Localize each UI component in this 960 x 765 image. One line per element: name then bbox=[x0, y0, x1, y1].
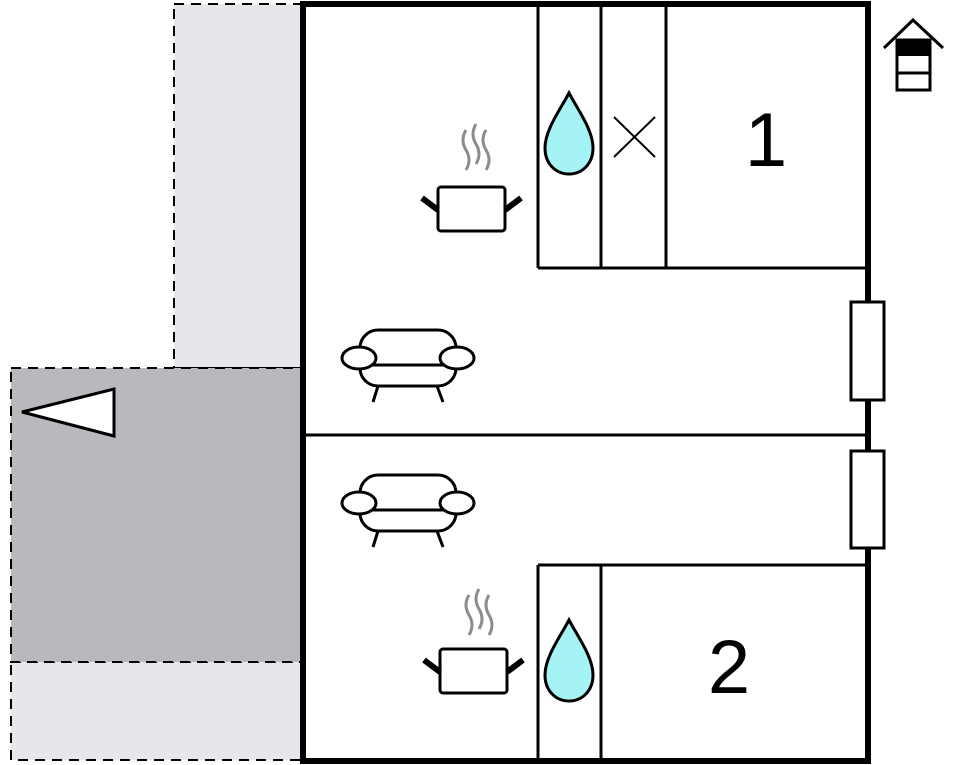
window-icon bbox=[849, 300, 886, 402]
terrace-lower bbox=[10, 661, 303, 761]
sofa-icon bbox=[340, 328, 476, 403]
window-icon bbox=[849, 449, 886, 550]
house-floor-icon bbox=[882, 17, 945, 92]
entrance-arrow-icon bbox=[21, 387, 116, 438]
room-label-1: 1 bbox=[745, 98, 787, 183]
cross-icon bbox=[613, 116, 656, 158]
water-drop-icon bbox=[543, 616, 595, 703]
room-label-2: 2 bbox=[708, 625, 750, 710]
cooking-pot-icon bbox=[422, 588, 525, 695]
sofa-icon bbox=[340, 473, 476, 548]
cooking-pot-icon bbox=[420, 123, 523, 233]
terrace-upper bbox=[173, 3, 303, 369]
water-drop-icon bbox=[543, 89, 595, 176]
